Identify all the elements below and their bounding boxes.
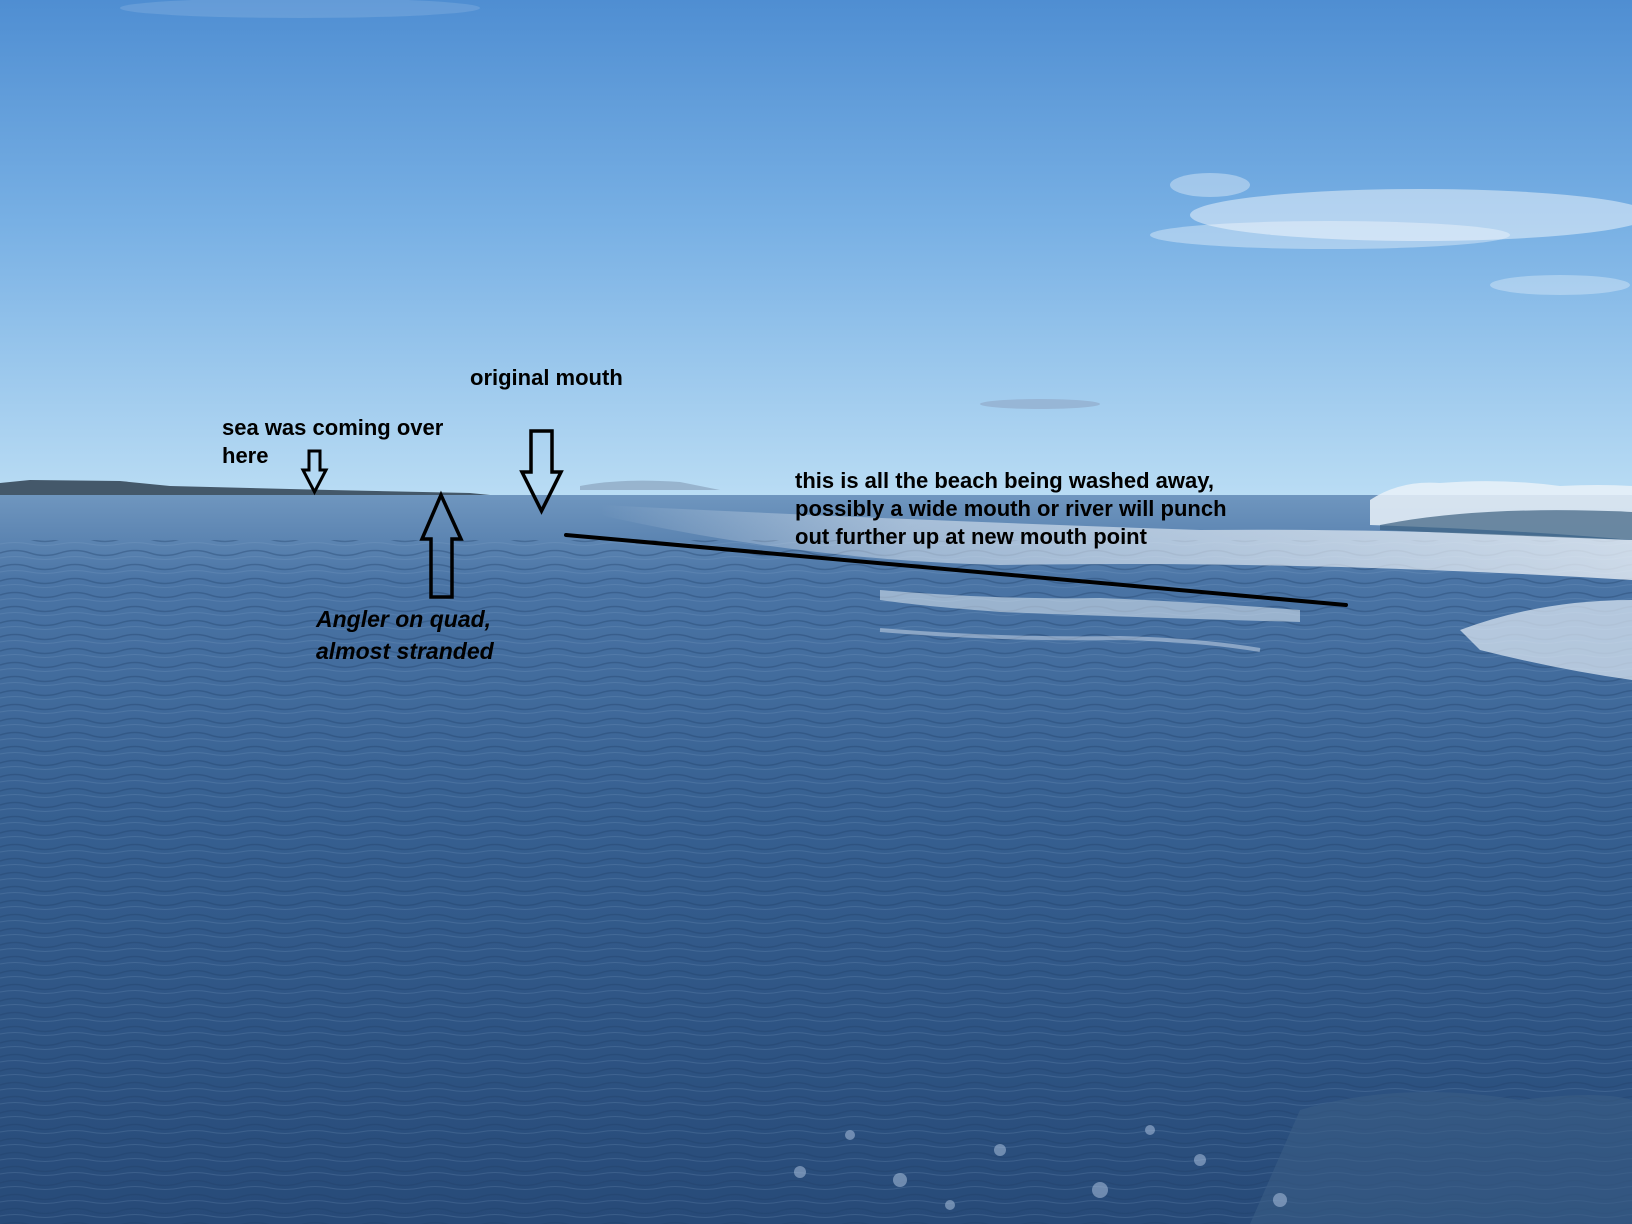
- sea-coming-over-label: sea was coming over here: [222, 415, 444, 468]
- original-mouth-label: original mouth: [470, 365, 623, 390]
- original-mouth-down-arrow-icon: [519, 429, 564, 515]
- beach-washout-line: [564, 533, 1348, 607]
- angler-label: Angler on quad, almost stranded: [316, 606, 494, 664]
- angler-up-arrow-icon: [419, 490, 464, 599]
- sea-down-arrow-icon: [300, 449, 329, 496]
- beach-washed-away-label: this is all the beach being washed away,…: [795, 468, 1227, 549]
